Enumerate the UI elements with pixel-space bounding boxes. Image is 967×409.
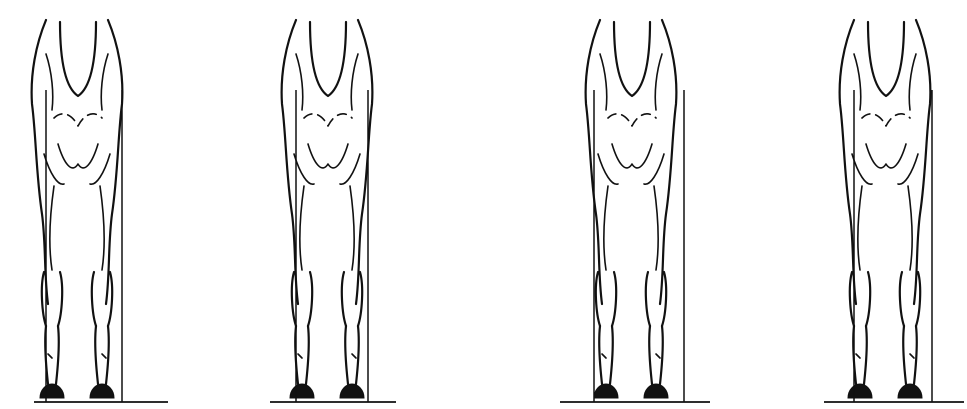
panel-1-horse-outline: [32, 20, 123, 398]
panel-2-horse-outline: [282, 20, 373, 398]
panel-3-horse: [560, 20, 710, 402]
panel-3-horse-outline: [586, 20, 677, 398]
panel-4-horse-outline: [840, 20, 931, 398]
panel-2-horse: [270, 20, 396, 402]
panel-1-horse: [32, 20, 168, 402]
panel-4-horse: [824, 20, 964, 402]
